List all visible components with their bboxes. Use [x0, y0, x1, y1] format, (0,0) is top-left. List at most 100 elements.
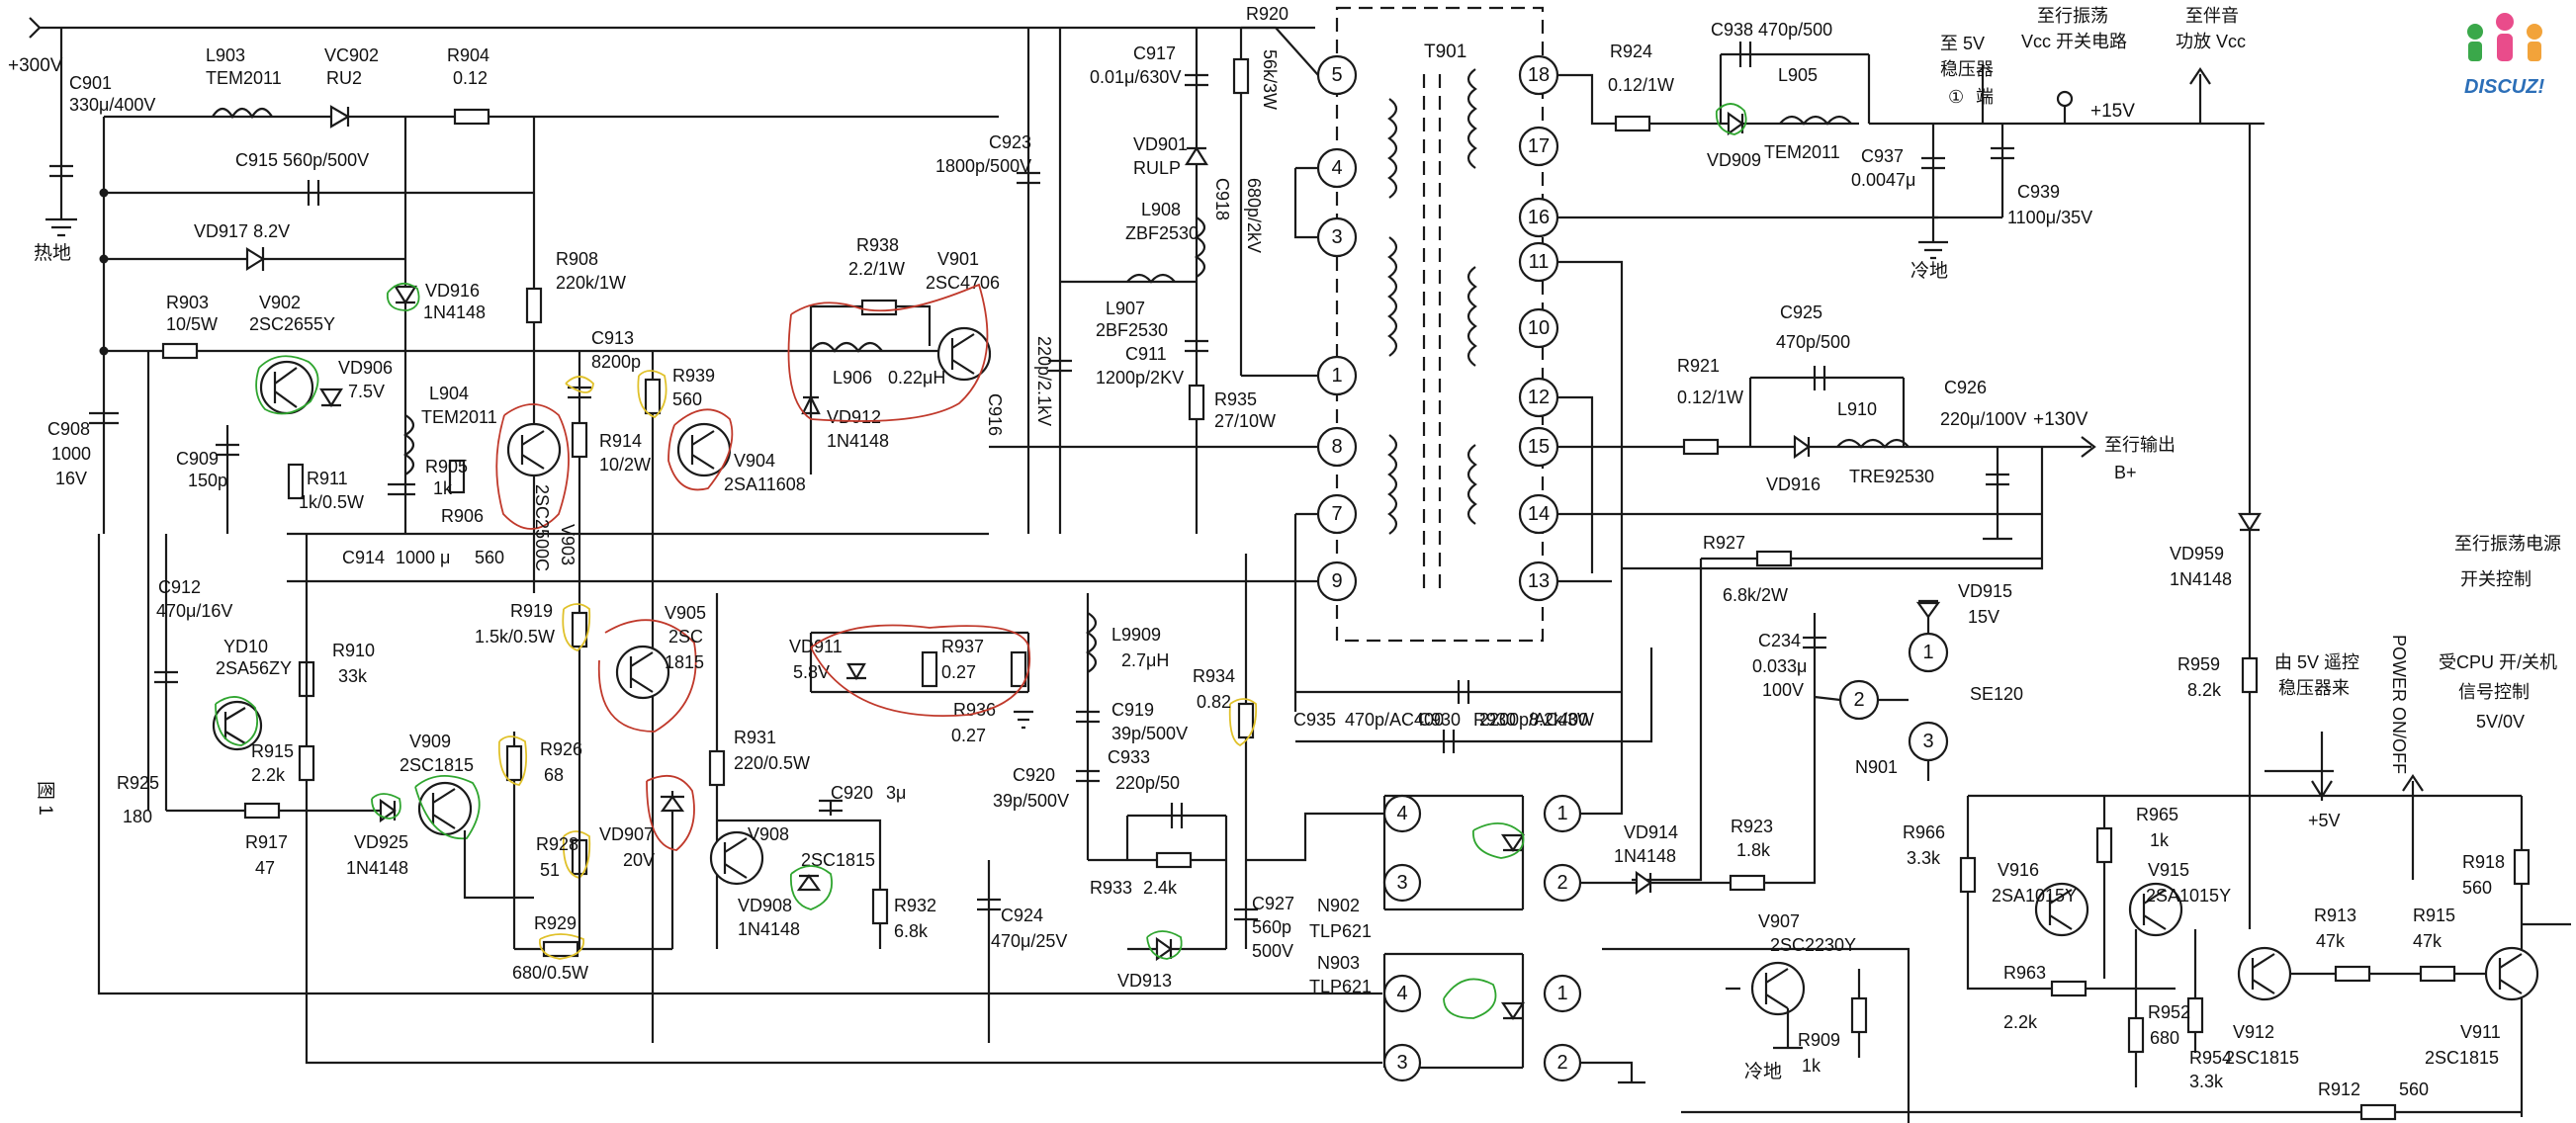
v902-ref: V902: [259, 293, 301, 312]
l905-ref: L905: [1778, 65, 1818, 85]
c234-volt: 100V: [1762, 680, 1804, 700]
vd959-val: 1N4148: [2170, 569, 2232, 589]
note-audio-vcc-2: 功放 Vcc: [2176, 32, 2246, 51]
r931-resistor: [708, 749, 726, 787]
r930-ref: R930: [1473, 710, 1516, 730]
v909-emitter: [463, 830, 534, 900]
n903-pins: 4 3 1 2: [1382, 974, 1582, 1082]
v915-ref: V915: [2148, 860, 2189, 880]
c919-symbol: [1076, 710, 1100, 724]
r915a-ref: R915: [251, 741, 294, 761]
r911-resistor: [287, 463, 305, 500]
v907-wire: [1602, 947, 1910, 1123]
yd10-ref: YD10: [223, 637, 268, 656]
r915b-resistor: [2419, 965, 2456, 983]
c930-symbol: [1457, 680, 1470, 704]
vc902-ref: VC902: [324, 45, 379, 65]
r938-resistor: [860, 299, 898, 316]
vd907-val: 20V: [623, 850, 655, 870]
svg-text:3: 3: [1396, 1052, 1407, 1074]
c919-val: 39p/500V: [1111, 724, 1188, 743]
l910-ref: L910: [1837, 399, 1877, 419]
svg-text:1: 1: [1331, 365, 1342, 387]
feedback-wire: [1622, 447, 2044, 570]
v903-transistor: [506, 422, 562, 477]
r966-val: 3.3k: [1907, 848, 1941, 868]
note-audio-vcc-1: 至伴音: [2185, 6, 2239, 26]
r903-val: 10/5W: [166, 314, 218, 334]
t901-winding: [1466, 444, 1477, 525]
r932-resistor: [871, 888, 889, 925]
note-osc-switch-1: 至行振荡电源: [2454, 534, 2561, 554]
vc902-val: RU2: [326, 68, 362, 88]
green-annotation: [371, 793, 401, 820]
discuz-logo-text: DISCUZ!: [2464, 76, 2544, 98]
vd912-val: 1N4148: [827, 431, 889, 451]
c920b-val: 39p/500V: [993, 791, 1069, 811]
vd916b-ref: VD916: [1766, 475, 1821, 494]
cold-ground-label-2: 冷地: [1744, 1061, 1782, 1082]
r935-resistor: [1188, 384, 1205, 421]
c925-bypass: [1748, 376, 1906, 447]
pin5-wire: [1241, 26, 1319, 76]
c927-symbol: [1234, 907, 1258, 921]
l908-val: ZBF2530: [1125, 223, 1199, 243]
r932-ref: R932: [894, 896, 936, 915]
svg-text:5: 5: [1331, 64, 1342, 86]
n903-led: [1500, 1001, 1526, 1020]
l905-val: TEM2011: [1764, 142, 1840, 162]
c938-label: C938 470p/500: [1711, 20, 1832, 40]
c922-symbol: [1048, 359, 1072, 373]
svg-text:18: 18: [1528, 64, 1550, 86]
t901-primary-pins: 5 4 3 1 8 7 9: [1316, 54, 1358, 602]
green-annotation: [1472, 822, 1525, 859]
v902-pins: [273, 367, 298, 408]
c937-ref: C937: [1861, 146, 1904, 166]
c933-symbol: [1170, 803, 1184, 828]
r937-val: 0.27: [941, 662, 976, 682]
r937-resistor: [921, 650, 938, 688]
pin18-wire: [1557, 73, 1859, 126]
svg-text:1: 1: [1922, 642, 1933, 663]
vd914-diode: [1635, 870, 1652, 896]
n903-wire-2: [305, 811, 1382, 1065]
c911-symbol: [1185, 339, 1208, 353]
vd906-ref: VD906: [338, 358, 393, 378]
svg-text:16: 16: [1528, 207, 1550, 228]
v902-val: 2SC2655Y: [249, 314, 335, 334]
v903-pins: [520, 430, 545, 470]
r905-resistor: [448, 459, 466, 494]
c920a-symbol: [819, 799, 843, 816]
rail-130v-label: +130V: [2033, 409, 2088, 430]
r923-val: 1.8k: [1736, 840, 1771, 860]
vd916-diode: [394, 285, 417, 305]
c923-symbol: [1017, 171, 1040, 185]
c920a-ref: C920: [831, 783, 873, 803]
yellow-annotation: [565, 376, 594, 393]
rail-300v-label: +300V: [8, 55, 63, 76]
pin12-wire: [1557, 395, 1594, 573]
svg-text:17: 17: [1528, 135, 1550, 157]
green-annotation: [1443, 978, 1497, 1019]
r925-ref: R925: [117, 773, 159, 793]
c926-symbol: [1986, 447, 2009, 534]
r912-val: 560: [2399, 1080, 2429, 1099]
c935-symbol: [1442, 730, 1456, 753]
r938-ref: R938: [856, 235, 899, 255]
r920-resistor: [1232, 57, 1250, 95]
n901-ref: N901: [1855, 757, 1898, 777]
v901-pins: [950, 333, 975, 375]
n902-body: [1382, 794, 1525, 911]
l907-val: 2BF2530: [1096, 320, 1168, 340]
c901-symbol: [49, 164, 73, 178]
v904-pins: [690, 430, 715, 470]
r912-resistor: [2359, 1103, 2397, 1121]
vc902-diode: [329, 105, 351, 129]
c922-val: 220p/2.1kV: [1034, 336, 1054, 426]
vd912-ref: VD912: [827, 407, 881, 427]
r927-down: [1632, 559, 1703, 882]
note-5v-reg-3: ①: [1948, 87, 1964, 107]
se120-ref: SE120: [1970, 684, 2023, 704]
r935-ref: R935: [1214, 389, 1257, 409]
r914-ref: R914: [599, 431, 642, 451]
